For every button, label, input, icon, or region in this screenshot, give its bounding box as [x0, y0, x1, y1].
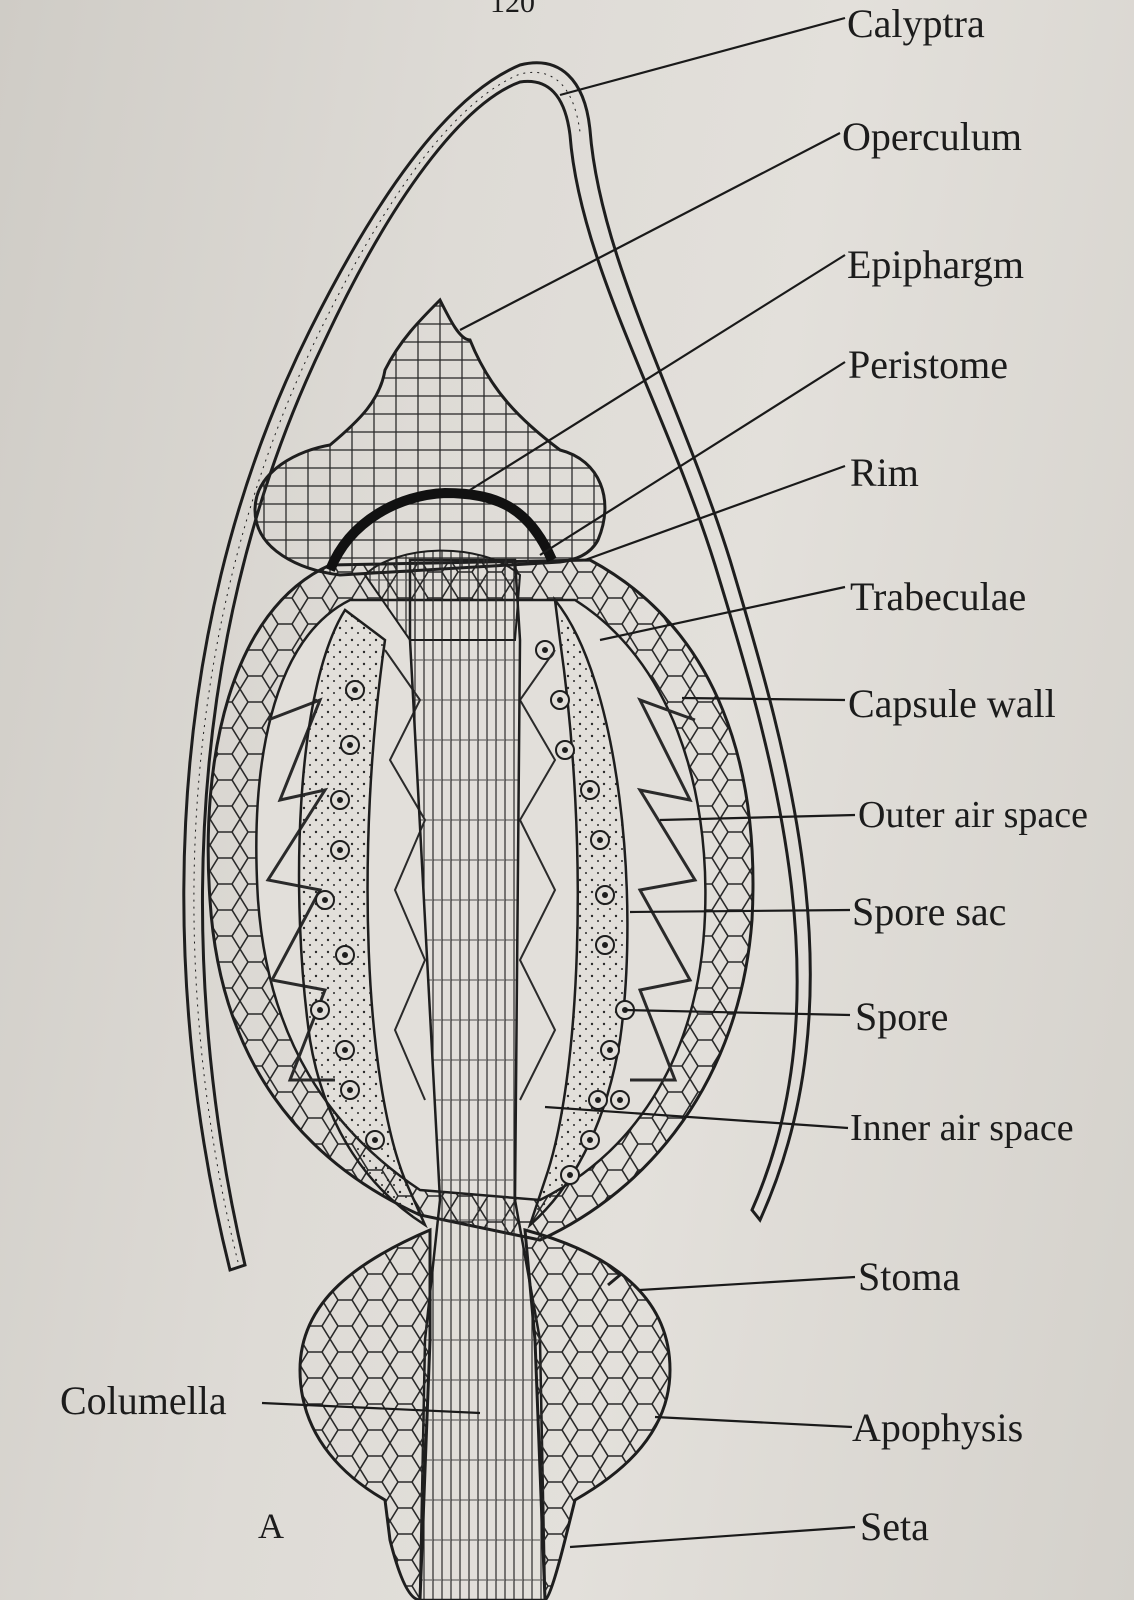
label-calyptra: Calyptra	[847, 1, 985, 46]
leader-spore	[624, 1008, 851, 1017]
label-stoma: Stoma	[858, 1254, 961, 1299]
leader-seta	[569, 1525, 856, 1549]
leader-spore-sac	[629, 908, 851, 914]
label-peristome: Peristome	[848, 342, 1008, 387]
label-epiphargm: Epiphargm	[847, 242, 1025, 287]
figure-letter: A	[258, 1506, 284, 1546]
label-inner-air-space: Inner air space	[850, 1107, 1074, 1149]
leader-peristome	[539, 361, 846, 556]
label-rim: Rim	[850, 450, 919, 495]
leader-trabeculae	[599, 585, 846, 642]
leader-outer-air-space	[659, 813, 856, 822]
leader-apophysis	[654, 1415, 853, 1429]
leader-epiphargm	[469, 254, 846, 491]
label-columella: Columella	[60, 1378, 227, 1423]
leader-capsule-wall	[681, 696, 846, 702]
calyptra-outline	[182, 61, 812, 1272]
label-apophysis: Apophysis	[852, 1405, 1024, 1450]
leader-columella	[261, 1401, 481, 1415]
label-trabeculae: Trabeculae	[850, 574, 1027, 619]
leader-operculum	[459, 132, 841, 331]
leader-lines	[261, 16, 856, 1549]
leader-stoma	[639, 1275, 856, 1292]
label-spore: Spore	[855, 994, 949, 1039]
label-operculum: Operculum	[842, 114, 1022, 159]
label-outer-air-space: Outer air space	[858, 794, 1088, 836]
trabeculae	[265, 697, 698, 1082]
label-spore-sac: Spore sac	[852, 889, 1007, 934]
label-seta: Seta	[860, 1504, 929, 1549]
label-capsule-wall: Capsule wall	[848, 681, 1056, 726]
spores	[310, 640, 635, 1185]
leader-calyptra	[559, 16, 846, 97]
leader-rim	[584, 464, 846, 562]
leader-inner-air-space	[544, 1105, 849, 1130]
page-number: 120	[490, 0, 535, 19]
columella	[408, 558, 547, 1600]
epiphragm	[325, 487, 557, 572]
spore-sac-left	[297, 608, 428, 1229]
apophysis	[298, 1227, 432, 1600]
